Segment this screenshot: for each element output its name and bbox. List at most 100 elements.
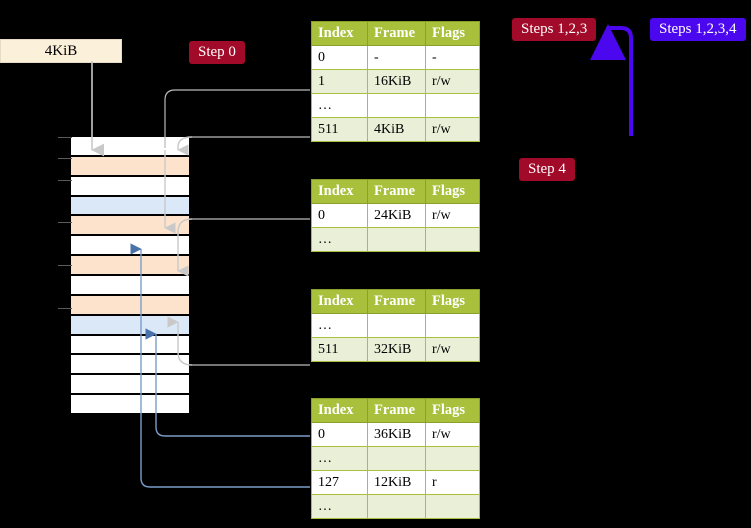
memory-row (70, 394, 190, 414)
cell-flags: r/w (425, 203, 480, 228)
memory-tick (58, 265, 72, 266)
memory-row (70, 354, 190, 375)
memory-row (70, 294, 190, 315)
col-header-flags: Flags (425, 179, 480, 204)
cell-frame (367, 313, 426, 338)
table-header-row: Index Frame Flags (311, 179, 480, 204)
table-row[interactable]: … (311, 313, 480, 338)
cell-frame (367, 494, 426, 519)
memory-row (70, 334, 190, 355)
table-header-row: Index Frame Flags (311, 398, 480, 423)
cell-frame: 24KiB (367, 203, 426, 228)
cell-index: … (311, 313, 368, 338)
cell-frame (367, 446, 426, 471)
memory-row (70, 175, 190, 196)
memory-row (70, 155, 190, 176)
table-header-row: Index Frame Flags (311, 21, 480, 46)
col-header-index: Index (311, 398, 368, 423)
cell-index: 0 (311, 203, 368, 228)
memory-tick (58, 308, 72, 309)
table-row[interactable]: … (311, 446, 480, 471)
col-header-frame: Frame (367, 21, 426, 46)
cell-index: … (311, 93, 368, 118)
pdpt-table: Index Frame Flags 0 24KiB r/w … (311, 179, 480, 252)
col-header-flags: Flags (425, 398, 480, 423)
memory-row (70, 195, 190, 216)
steps123-label: Steps 1,2,3 (521, 21, 588, 37)
cell-frame: 32KiB (367, 337, 426, 362)
cell-flags (425, 313, 480, 338)
memory-row (70, 255, 190, 275)
col-header-frame: Frame (367, 289, 426, 314)
col-header-frame: Frame (367, 179, 426, 204)
col-header-frame: Frame (367, 398, 426, 423)
col-header-index: Index (311, 289, 368, 314)
memory-tick (58, 158, 72, 159)
step4-label: Step 4 (528, 161, 566, 177)
kib-box: 4KiB (0, 39, 122, 63)
cell-frame (367, 93, 426, 118)
physical-memory-column (70, 136, 190, 414)
kib-box-label: 4KiB (44, 43, 78, 59)
steps-bracket-arrow (590, 24, 633, 136)
memory-tick (58, 137, 72, 138)
cell-flags (425, 93, 480, 118)
table-row[interactable]: 0 24KiB r/w (311, 203, 480, 228)
cell-frame (367, 227, 426, 252)
memory-row (70, 235, 190, 256)
table-header-row: Index Frame Flags (311, 289, 480, 314)
col-header-flags: Flags (425, 289, 480, 314)
memory-row (70, 215, 190, 236)
cell-index: 1 (311, 69, 368, 94)
table-row[interactable]: 127 12KiB r (311, 470, 480, 495)
steps123-badge: Steps 1,2,3 (512, 18, 597, 41)
cell-index: 127 (311, 470, 368, 495)
col-header-flags: Flags (425, 21, 480, 46)
table-row[interactable]: 511 4KiB r/w (311, 117, 480, 142)
cell-flags (425, 446, 480, 471)
cell-frame: 4KiB (367, 117, 426, 142)
table-row[interactable]: … (311, 494, 480, 519)
pt-table: Index Frame Flags 0 36KiB r/w … 127 12Ki… (311, 398, 480, 519)
table-row[interactable]: … (311, 93, 480, 118)
cell-index: … (311, 446, 368, 471)
cell-frame: 16KiB (367, 69, 426, 94)
cell-flags (425, 227, 480, 252)
step0-label: Step 0 (198, 44, 236, 60)
table-row[interactable]: 0 36KiB r/w (311, 422, 480, 447)
steps1234-badge: Steps 1,2,3,4 (650, 18, 746, 41)
cell-flags: r/w (425, 337, 480, 362)
cell-index: … (311, 494, 368, 519)
steps1234-label: Steps 1,2,3,4 (659, 21, 737, 37)
table-row[interactable]: 511 32KiB r/w (311, 337, 480, 362)
cell-flags: r/w (425, 117, 480, 142)
step4-badge: Step 4 (519, 158, 575, 181)
cell-frame: - (367, 45, 426, 70)
cell-index: 511 (311, 117, 368, 142)
col-header-index: Index (311, 179, 368, 204)
cell-index: … (311, 227, 368, 252)
step0-badge: Step 0 (189, 41, 245, 64)
col-header-index: Index (311, 21, 368, 46)
cell-flags: r (425, 470, 480, 495)
table-row[interactable]: … (311, 227, 480, 252)
cell-flags: - (425, 45, 480, 70)
cell-flags: r/w (425, 422, 480, 447)
table-row[interactable]: 0 - - (311, 45, 480, 70)
memory-row (70, 314, 190, 335)
memory-row (70, 275, 190, 295)
pd-table: Index Frame Flags … 511 32KiB r/w (311, 289, 480, 362)
memory-tick (58, 180, 72, 181)
cell-flags: r/w (425, 69, 480, 94)
cell-index: 0 (311, 422, 368, 447)
cell-flags (425, 494, 480, 519)
cell-frame: 36KiB (367, 422, 426, 447)
cell-index: 511 (311, 337, 368, 362)
memory-tick (58, 222, 72, 223)
cell-frame: 12KiB (367, 470, 426, 495)
table-row[interactable]: 1 16KiB r/w (311, 69, 480, 94)
memory-row (70, 374, 190, 395)
memory-row (70, 136, 190, 156)
cell-index: 0 (311, 45, 368, 70)
